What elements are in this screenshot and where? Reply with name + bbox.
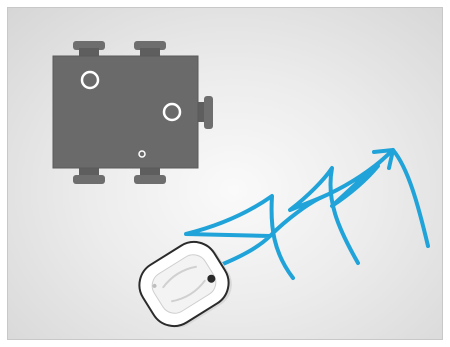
chair-icon (73, 41, 105, 58)
chair-icon (134, 41, 166, 58)
cleaning-path-arrows-icon (186, 150, 428, 278)
chair-icon (134, 166, 166, 184)
floor-scene (7, 7, 443, 340)
robot-vacuum-icon (130, 232, 241, 338)
scene-drawing (8, 8, 443, 340)
chair-icon (196, 96, 213, 129)
chair-icon (73, 166, 105, 184)
dining-table-icon (53, 41, 213, 184)
